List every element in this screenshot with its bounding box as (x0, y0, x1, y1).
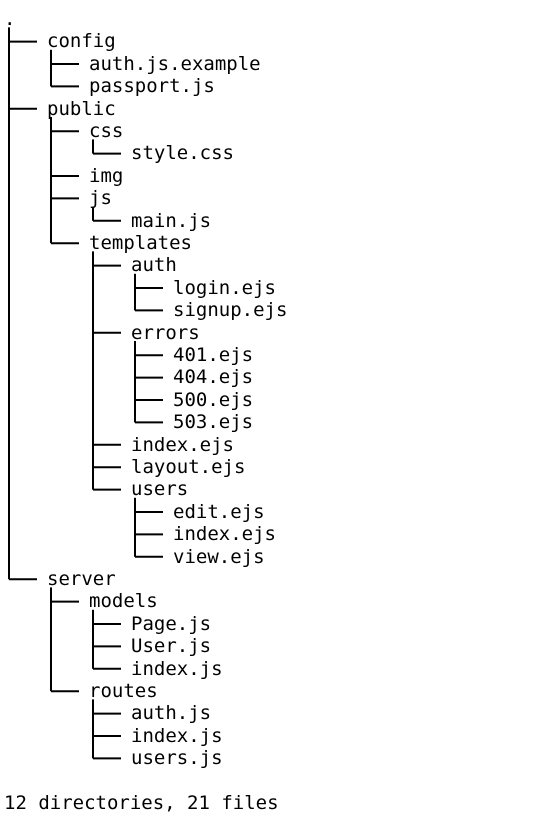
tree-file: auth.js (131, 702, 212, 725)
tree-file: auth.js.example (89, 52, 261, 75)
tree-file: Page.js (131, 612, 212, 635)
tree-directory: config (47, 30, 116, 53)
tree-file: users.js (131, 747, 223, 770)
tree-directory: errors (131, 321, 200, 344)
tree-file: User.js (131, 635, 212, 658)
tree-file: index.js (131, 657, 223, 680)
tree-directory: templates (89, 232, 192, 254)
tree-file: img (89, 164, 124, 187)
tree-file: view.ejs (173, 545, 265, 568)
tree-file: login.ejs (173, 276, 276, 299)
tree-summary: 12 directories, 21 files (4, 792, 279, 814)
tree-file: style.css (131, 142, 234, 165)
tree-directory: server (47, 568, 116, 590)
tree-directory: js (89, 187, 112, 210)
tree-file: passport.js (89, 75, 215, 98)
tree-directory: public (47, 97, 116, 120)
tree-file: signup.ejs (173, 299, 288, 322)
tree-file: edit.ejs (173, 500, 265, 523)
tree-root-label: . (4, 8, 16, 30)
tree-file: index.js (131, 724, 223, 747)
tree-file: layout.ejs (131, 456, 246, 478)
tree-file: 401.ejs (173, 344, 254, 366)
tree-directory: models (89, 590, 158, 613)
tree-directory: users (131, 478, 189, 501)
tree-directory: css (89, 120, 124, 142)
tree-file: index.ejs (131, 433, 234, 456)
tree-directory: auth (131, 254, 177, 277)
tree-file: index.ejs (173, 523, 276, 546)
tree-file: 500.ejs (173, 388, 254, 411)
tree-file: 503.ejs (173, 411, 254, 434)
tree-file: main.js (131, 209, 212, 232)
tree-directory: routes (89, 680, 158, 702)
tree-file: 404.ejs (173, 366, 254, 389)
